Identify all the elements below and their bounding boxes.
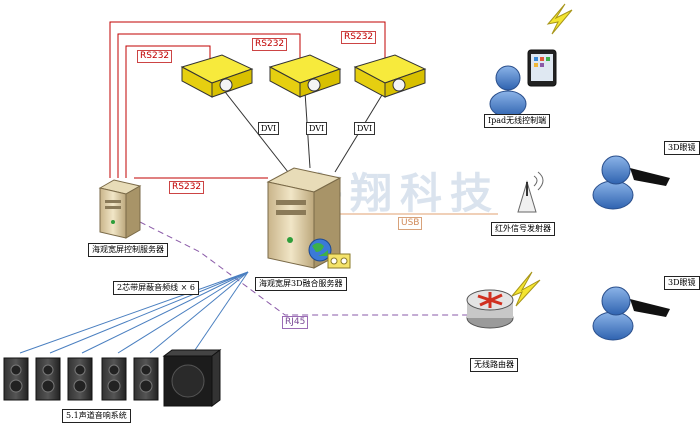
projector-3 [353, 54, 427, 98]
dvi-line-1 [221, 87, 289, 173]
speaker-1 [3, 357, 29, 401]
audio-lines [19, 271, 249, 354]
glasses-label-2: 3D眼镜 [664, 276, 700, 290]
rs232-line-inner [125, 45, 211, 178]
rs232-tag-d: RS232 [169, 181, 205, 194]
speaker-3 [67, 357, 93, 401]
ir-emitter-label: 红外信号发射器 [491, 222, 555, 236]
subwoofer [162, 349, 222, 407]
router-label: 无线路由器 [470, 358, 518, 372]
globe-icon [308, 238, 332, 262]
ipad-label: Ipad无线控制端 [484, 114, 551, 128]
audio-system-label: 5.1声道音响系统 [62, 409, 131, 423]
router-signal-icon [511, 271, 541, 307]
dvi-tag-1: DVI [258, 122, 280, 135]
glasses-user-1-icon [592, 155, 670, 210]
rs232-tag-b: RS232 [252, 38, 288, 51]
rj45-tag: RJ45 [282, 316, 309, 329]
control-server-label: 海观宽屏控制服务器 [88, 243, 168, 257]
ir-emitter-icon [517, 171, 544, 213]
glasses-user-2-icon [592, 286, 670, 341]
ipad-device-icon [527, 49, 557, 87]
usb-tag: USB [398, 217, 423, 230]
projector-1 [180, 54, 254, 98]
rs232-tag-a: RS232 [137, 50, 173, 63]
rs232-line-outer [109, 21, 386, 178]
speaker-5 [133, 357, 159, 401]
speakers [3, 349, 222, 407]
wireless-signal-icon [546, 3, 573, 35]
film-reel-icon [327, 253, 351, 269]
fusion-server-label: 海观宽屏3D融合服务器 [255, 277, 347, 291]
rj45-line [139, 221, 470, 316]
rs232-tag-c: RS232 [341, 31, 377, 44]
projector-2 [268, 54, 342, 98]
speaker-2 [35, 357, 61, 401]
dvi-tag-3: DVI [354, 122, 376, 135]
audio-cable-label: 2芯带屏蔽音频线 × 6 [113, 281, 199, 295]
rs232-lines [109, 21, 386, 179]
ipad-user-icon [489, 65, 527, 118]
control-server-icon [98, 179, 142, 239]
speaker-4 [101, 357, 127, 401]
rs232-line-middle [117, 33, 301, 178]
router-icon [466, 289, 514, 329]
dvi-tag-2: DVI [306, 122, 328, 135]
glasses-label-1: 3D眼镜 [664, 141, 700, 155]
